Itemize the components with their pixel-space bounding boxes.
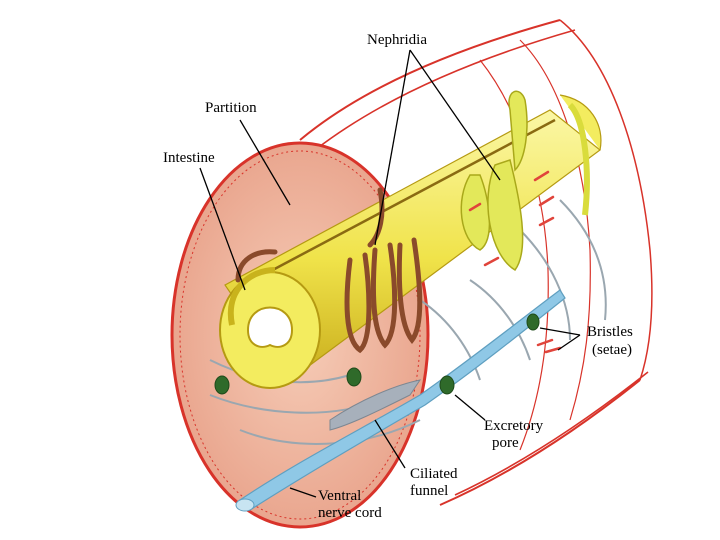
bristles (468, 170, 562, 354)
nephridia-brown (235, 187, 423, 354)
label-bristles: Bristles (587, 324, 633, 340)
label-nephridia: Nephridia (367, 32, 427, 48)
leader-lines (199, 49, 581, 498)
nephridia-yellow (460, 90, 590, 271)
label-partition: Partition (205, 100, 257, 116)
label-funnel: funnel (410, 483, 448, 499)
label-ventral: Ventral (318, 488, 361, 504)
label-excretory: Excretory (484, 418, 544, 434)
label-pore: pore (492, 435, 519, 451)
excretory-pores (214, 313, 540, 395)
label-nerve-cord: nerve cord (318, 505, 382, 521)
label-intestine: Intestine (163, 150, 215, 166)
label-ciliated: Ciliated (410, 466, 458, 482)
ventral-nerve-cord (235, 289, 566, 512)
label-setae: (setae) (592, 342, 632, 358)
